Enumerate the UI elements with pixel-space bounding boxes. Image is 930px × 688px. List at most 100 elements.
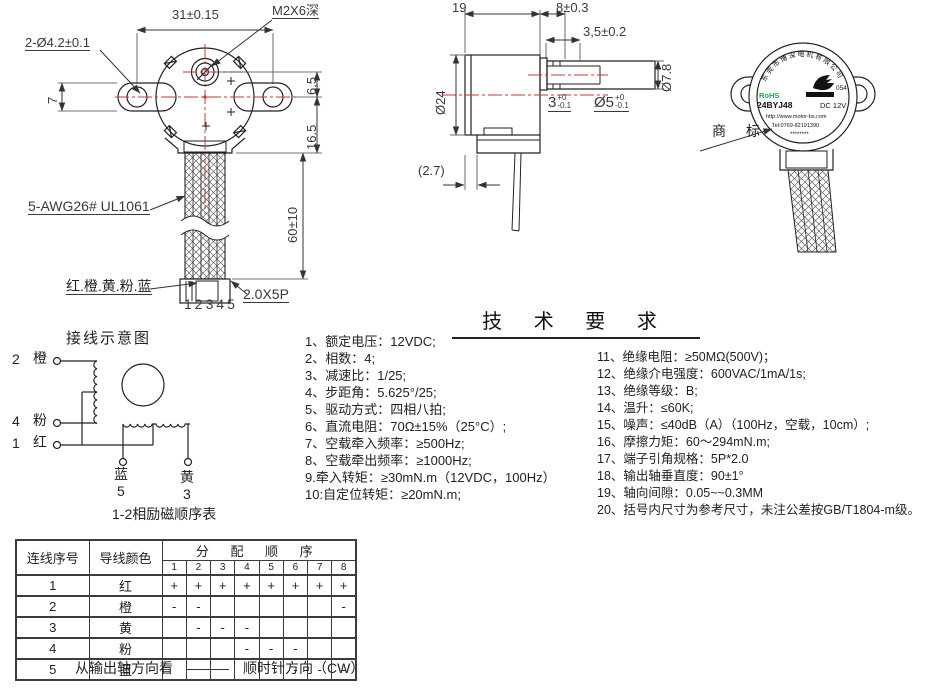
rotation-caption: 从输出轴方向看 ——— 顺时针方向（CW） (75, 658, 364, 678)
sequence-mark-cell (209, 595, 236, 618)
wire-color-cell: 红 (88, 574, 163, 597)
terminal-3-color: 黄 (180, 469, 194, 485)
wiring-diagram-art (52, 356, 193, 467)
dim-screw-label: M2X6深 (272, 3, 319, 19)
sequence-mark-cell (282, 595, 309, 618)
caption-dash: ——— (187, 660, 229, 676)
wire-color-cell: 黄 (88, 616, 163, 639)
dim-ref-label: (2.7) (418, 163, 445, 178)
wire-color-cell: 橙 (88, 595, 163, 618)
shaft-tol-minus: -0.1 (615, 101, 629, 110)
tech-item: 17、端子引角规格：5P*2.0 (597, 452, 749, 466)
tech-item: 12、绝缘介电强度：600VAC/1mA/1s; (597, 367, 806, 381)
step-header: 8 (331, 560, 357, 576)
sequence-mark-cell (185, 637, 212, 660)
shaft-dia-value: Ø5 (594, 93, 615, 111)
step-header: 5 (258, 560, 284, 576)
wire-colors-label: 红.橙.黄.粉.蓝 (66, 278, 152, 295)
dim-width-label: 31±0.15 (172, 7, 219, 22)
tech-requirements-title: 技 术 要 求 (452, 305, 700, 339)
dim-body-dia-label: Ø24 (433, 90, 448, 115)
wiring-title: 接线示意图 (66, 330, 152, 347)
dim-boss-offset-label: 6,5 (304, 76, 319, 95)
tech-item: 8、空载牵出频率：≥1000Hz; (305, 453, 472, 468)
rohs-mark: RoHS (759, 91, 779, 100)
header-wire-color: 导线颜色 (88, 539, 163, 576)
flat-tol-minus: -0.1 (557, 101, 572, 110)
dim-boss-dia-label: Ø7.8 (659, 63, 674, 92)
sequence-mark-cell: - (306, 658, 333, 681)
trademark-label: 商 标 (712, 123, 768, 139)
side-view (464, 54, 656, 232)
tech-item: 4、步距角：5.625°/25; (305, 385, 437, 400)
tech-item: 2、相数：4; (305, 351, 376, 366)
step-header: 2 (185, 560, 212, 576)
sequence-mark-cell: - (185, 595, 212, 618)
dim-flat-width-label: 3+0-0.1 (548, 93, 572, 112)
shaft-tol-plus: +0 (615, 93, 625, 102)
label-model: 24BYJ48 (757, 100, 793, 110)
sequence-mark-cell: + (234, 574, 260, 597)
sequence-mark-cell: + (185, 574, 212, 597)
step-header: 3 (209, 560, 236, 576)
sequence-mark-cell: - (331, 595, 357, 618)
dim-holes-label: 2-Ø4.2±0.1 (25, 35, 90, 51)
sequence-mark-cell (331, 637, 357, 660)
tech-item: 18、输出轴垂直度：90±1° (597, 469, 744, 483)
terminal-2-number: 2 (12, 351, 20, 367)
front-view-dimensions (58, 19, 322, 296)
sequence-mark-cell (234, 595, 260, 618)
sequence-mark-cell: - (234, 616, 260, 639)
tech-item: 15、噪声：≤40dB（A）（100Hz，空载，10cm）; (597, 418, 870, 432)
label-voltage: DC 12V (820, 101, 846, 110)
tech-item: 20、括号内尺寸为参考尺寸，未注公差按GB/T1804-m级。 (597, 503, 920, 517)
flat-tol-plus: +0 (557, 93, 567, 102)
dim-center-offset-label: 16.5 (304, 124, 319, 150)
connector-spec-label: 2.0X5P (243, 286, 289, 303)
label-url: http://www.motor-bs.com (766, 114, 827, 120)
dim-shaft-length-label: 8±0.3 (556, 0, 589, 15)
bird-logo-icon (813, 75, 834, 91)
terminal-4-color: 粉 (33, 412, 47, 428)
label-stars: ******** (790, 132, 809, 138)
wire-number-cell: 3 (15, 616, 90, 639)
sequence-mark-cell (306, 616, 333, 639)
wire-spec-label: 5-AWG26# UL1061 (28, 198, 150, 215)
terminal-1-color: 红 (33, 434, 47, 450)
tech-item: 13、绝缘等级：B; (597, 384, 698, 398)
photo-view (699, 42, 876, 253)
tech-item: 19、轴向间隙：0.05~~0.3MM (597, 486, 764, 500)
caption-rotation: 顺时针方向（CW） (243, 660, 365, 676)
tech-item: 3、减速比：1/25; (305, 368, 407, 383)
step-header: 4 (234, 560, 260, 576)
tech-item: 11、绝缘电阻：≥50MΩ(500V)； (597, 350, 776, 364)
sequence-mark-cell: + (258, 574, 284, 597)
wire-color-cell: 蓝 (88, 658, 163, 681)
wire-number-cell: 2 (15, 595, 90, 618)
dim-lead-length-label: 60±10 (285, 206, 300, 243)
step-header: 7 (306, 560, 333, 576)
sequence-mark-cell (209, 637, 236, 660)
step-header: 1 (161, 560, 187, 576)
tech-requirements-left: 1、额定电压：12VDC; 2、相数：4; 3、减速比：1/25; 4、步距角：… (305, 333, 556, 503)
terminal-5-number: 5 (117, 483, 125, 499)
terminal-5-color: 蓝 (114, 466, 128, 482)
sequence-mark-cell (258, 595, 284, 618)
terminal-1-number: 1 (12, 435, 20, 451)
sequence-mark-cell: - (282, 658, 309, 681)
sequence-mark-cell: - (209, 616, 236, 639)
wire-color-cell: 粉 (88, 637, 163, 660)
sequence-mark-cell: - (234, 637, 260, 660)
tech-requirements-right: 11、绝缘电阻：≥50MΩ(500V)； 12、绝缘介电强度：600VAC/1m… (597, 349, 920, 519)
sequence-mark-cell (306, 595, 333, 618)
dim-shaft-dia-label: Ø5+0-0.1 (594, 94, 629, 112)
sequence-mark-cell (234, 658, 260, 681)
terminal-4-number: 4 (12, 413, 20, 429)
tech-item: 1、额定电压：12VDC; (305, 334, 436, 349)
